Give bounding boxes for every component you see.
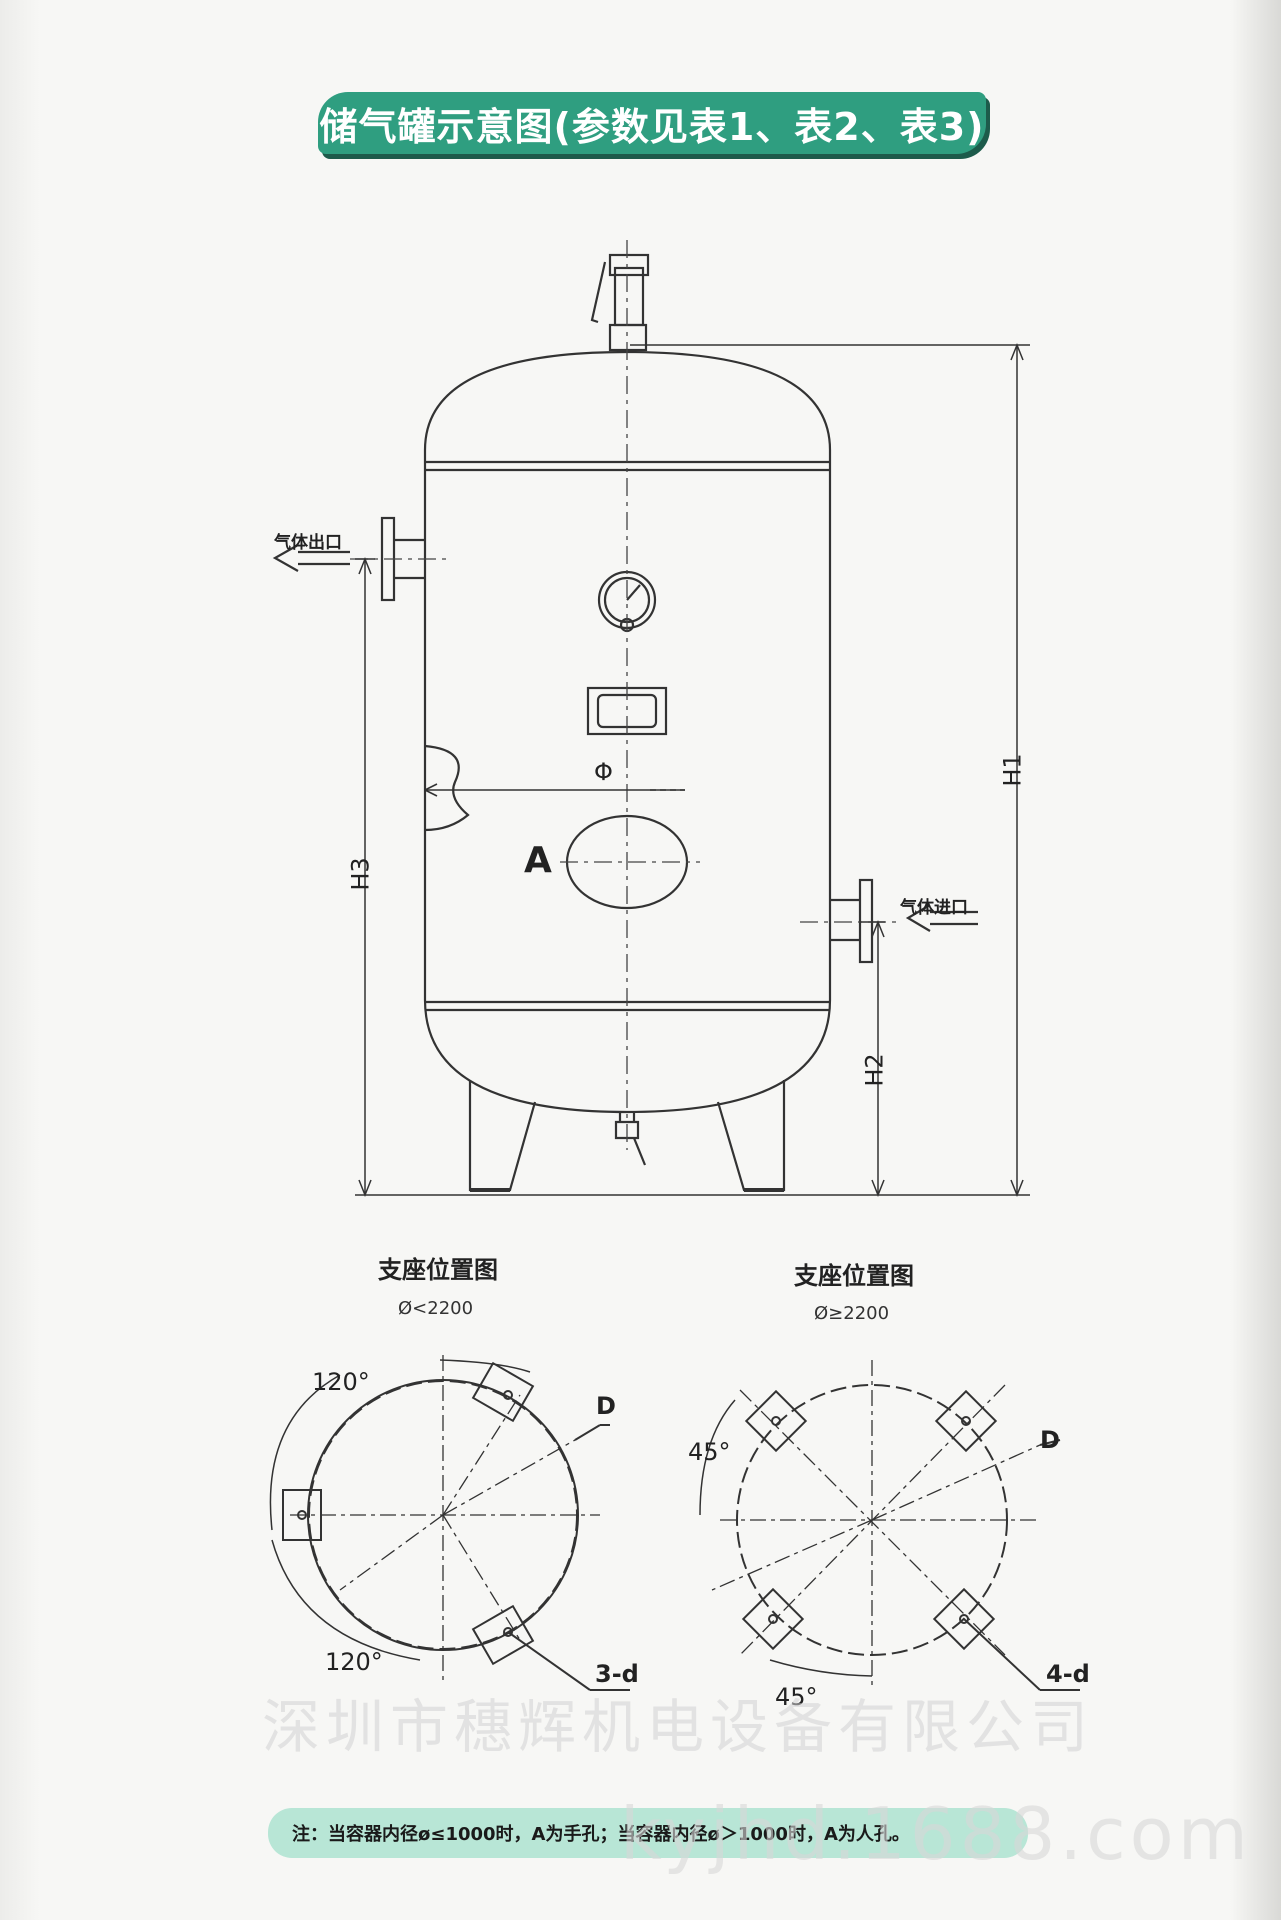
support-pad-left-3 — [282, 1489, 322, 1541]
support-large-title: 支座位置图 — [794, 1262, 914, 1290]
diameter-label: Φ — [594, 758, 613, 786]
tank-shell — [423, 350, 832, 1114]
manhole-label: A — [524, 840, 552, 881]
support-small-holes-label: 3-d — [595, 1660, 639, 1688]
support-pad-tr-4 — [934, 1389, 998, 1453]
outlet-pipe — [394, 538, 425, 580]
note-bar: 注：当容器内径ø≤1000时，A为手孔；当容器内径ø＞1000时，A为人孔。 — [268, 1808, 1028, 1858]
h1-label: H1 — [998, 753, 1027, 787]
inlet-flange — [858, 878, 874, 964]
support-pad-bottom-3 — [471, 1604, 535, 1666]
support-small-title: 支座位置图 — [378, 1256, 498, 1284]
note-text: 注：当容器内径ø≤1000时，A为手孔；当容器内径ø＞1000时，A为人孔。 — [292, 1824, 910, 1845]
h3-label: H3 — [346, 857, 375, 891]
watermark-company: 深圳市穗辉机电设备有限公司 — [262, 1693, 1095, 1761]
title-banner: 储气罐示意图(参数见表1、表2、表3) — [318, 92, 986, 154]
h2-label: H2 — [860, 1053, 889, 1087]
inlet-label: 气体进口 — [900, 898, 968, 918]
support-large-condition: Ø≥2200 — [814, 1303, 890, 1324]
safety-valve-base — [608, 323, 648, 352]
safety-valve-body — [613, 266, 645, 327]
support-small-d-label: D — [596, 1392, 616, 1420]
support-pad-top-3 — [471, 1361, 535, 1423]
support-pad-tl-4 — [744, 1389, 808, 1453]
support-small-angle-bottom: 120° — [325, 1648, 383, 1676]
drain-valve — [614, 1112, 647, 1166]
safety-valve-lever — [590, 261, 607, 324]
weld-detail — [424, 744, 470, 832]
watermark-site: kyjhd.1688.com — [620, 1792, 1252, 1876]
outlet-label: 气体出口 — [274, 533, 342, 553]
support-large-angle-left: 45° — [688, 1438, 731, 1466]
inlet-arrow — [905, 904, 978, 932]
support-large-holes-label: 4-d — [1046, 1660, 1090, 1688]
support-small-angle-top: 120° — [312, 1368, 370, 1396]
support-small-condition: Ø<2200 — [398, 1298, 474, 1319]
outlet-arrow — [272, 544, 350, 572]
support-large-angle-bottom: 45° — [775, 1683, 818, 1711]
page-title: 储气罐示意图(参数见表1、表2、表3) — [319, 104, 985, 149]
inlet-pipe — [830, 898, 860, 942]
support-large-d-label: D — [1040, 1426, 1060, 1454]
safety-valve-cap — [608, 253, 650, 277]
support-pad-bl-4 — [741, 1587, 805, 1651]
